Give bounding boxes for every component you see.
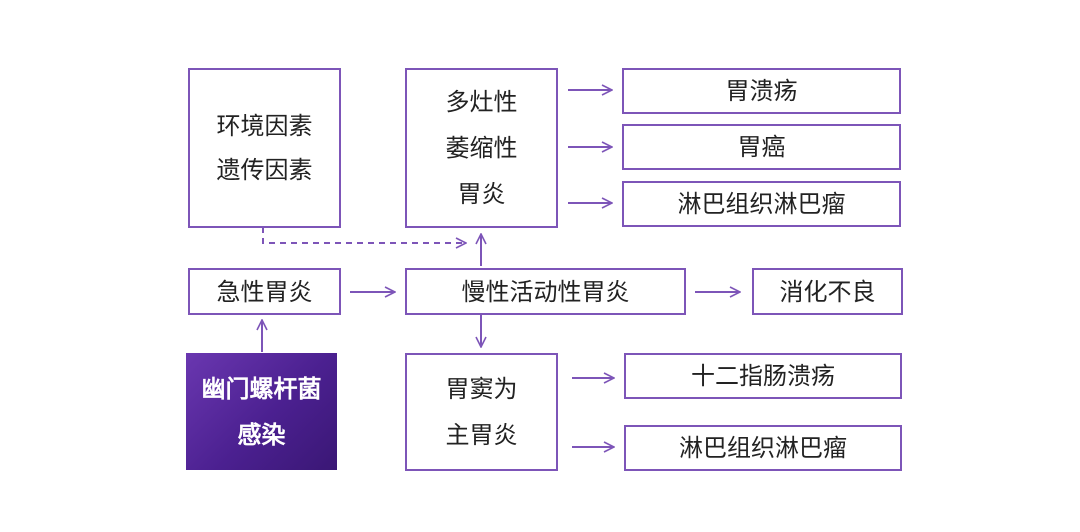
node-multifocal-line-3: 胃炎 [457, 180, 506, 208]
node-env: 环境因素 遗传因素 [188, 68, 341, 228]
node-hp-line-1: 幽门螺杆菌 [201, 374, 322, 403]
node-gastric-ulcer: 胃溃疡 [622, 68, 901, 114]
node-lymphoma-2-label: 淋巴组织淋巴瘤 [679, 434, 847, 462]
node-hp-infection: 幽门螺杆菌 感染 [186, 353, 337, 470]
node-chronic-active-label: 慢性活动性胃炎 [461, 277, 630, 306]
node-duodenal-ulcer: 十二指肠溃疡 [624, 353, 902, 399]
node-gastric-cancer-label: 胃癌 [737, 133, 786, 161]
node-multifocal-line-1: 多灶性 [445, 88, 518, 116]
node-env-line-1: 环境因素 [216, 112, 313, 140]
node-multifocal: 多灶性 萎缩性 胃炎 [405, 68, 558, 228]
node-env-line-2: 遗传因素 [216, 156, 313, 184]
node-multifocal-line-2: 萎缩性 [445, 134, 518, 162]
node-acute-label: 急性胃炎 [216, 277, 313, 306]
node-duodenal-ulcer-label: 十二指肠溃疡 [691, 362, 835, 390]
node-dyspepsia: 消化不良 [752, 268, 903, 315]
node-gastric-cancer: 胃癌 [622, 124, 901, 170]
node-lymphoma-2: 淋巴组织淋巴瘤 [624, 425, 902, 471]
node-hp-line-2: 感染 [237, 420, 286, 449]
node-chronic-active: 慢性活动性胃炎 [405, 268, 686, 315]
node-lymphoma-1-label: 淋巴组织淋巴瘤 [677, 190, 846, 218]
node-antral-line-1: 胃窦为 [445, 375, 518, 403]
node-dyspepsia-label: 消化不良 [779, 277, 876, 306]
node-lymphoma-1: 淋巴组织淋巴瘤 [622, 181, 901, 227]
node-acute: 急性胃炎 [188, 268, 341, 315]
node-antral: 胃窦为 主胃炎 [405, 353, 558, 471]
node-gastric-ulcer-label: 胃溃疡 [725, 77, 798, 105]
edge-env-to-multifocal [262, 227, 466, 243]
node-antral-line-2: 主胃炎 [445, 421, 518, 449]
